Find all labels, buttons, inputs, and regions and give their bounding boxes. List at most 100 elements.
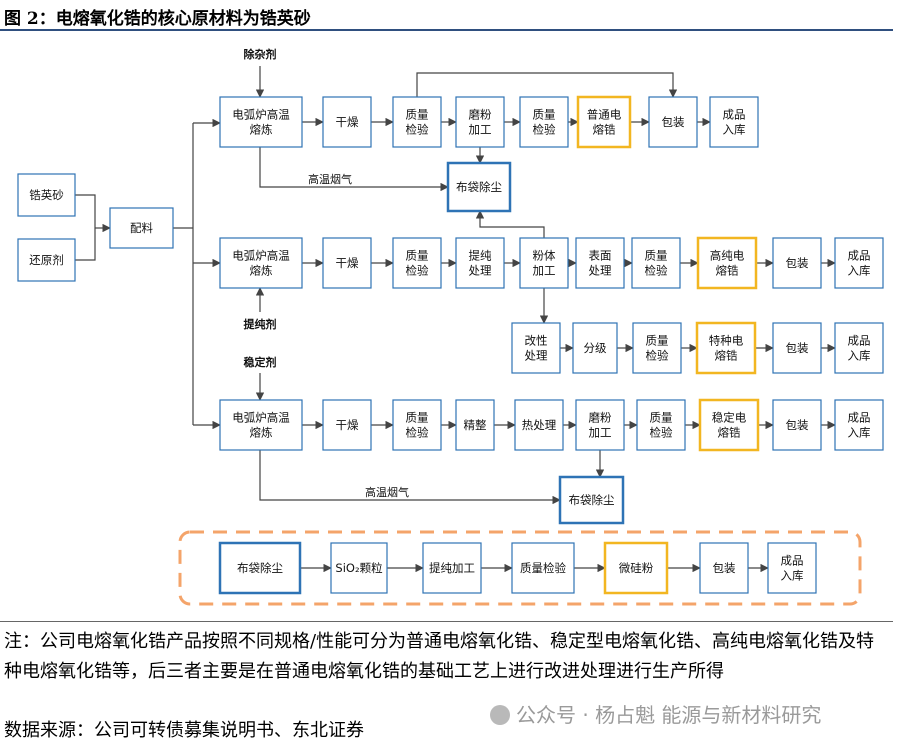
reducing-agent: 还原剂 [17, 238, 76, 282]
row2-step-2: 质量检验 [392, 237, 442, 289]
row4-step-4-label: 热处理 [522, 418, 557, 432]
row2-step-6-label: 质量 [645, 249, 668, 263]
row1-step-2-label: 质量 [406, 108, 429, 122]
row3-step-3-label: 特种电 [709, 334, 744, 348]
row5-step-2: 提纯加工 [422, 542, 482, 594]
row1-step-3-label: 磨粉 [469, 108, 492, 122]
row5-step-6-label: 成品 [781, 554, 804, 568]
row4-step-2-label: 质量 [406, 411, 429, 425]
data-source: 数据来源：公司可转债募集说明书、东北证券 [4, 720, 364, 741]
raw-zircon-sand: 锆英砂 [17, 173, 76, 217]
row2-step-7-label: 熔锆 [716, 264, 739, 278]
row1-step-2: 质量检验 [392, 96, 442, 148]
row2-step-4-label: 粉体 [533, 249, 556, 263]
row2-step-1-label: 干燥 [336, 256, 359, 270]
row1-step-6: 包装 [648, 96, 698, 148]
row2-step-6: 质量检验 [631, 237, 681, 289]
row2-step-3-label: 处理 [469, 264, 492, 278]
row4-step-6: 质量检验 [636, 399, 686, 451]
high-temp-gas-upper: 高温烟气 [308, 172, 352, 186]
row1-step-4-label: 质量 [533, 108, 556, 122]
row5-step-2-label: 提纯加工 [429, 561, 475, 575]
row3-step-5-label: 入库 [848, 349, 871, 363]
row1-step-5-label: 普通电 [587, 108, 622, 122]
row1-step-6-label: 包装 [662, 115, 685, 129]
row4-step-8-label: 包装 [786, 418, 809, 432]
row5-step-5-label: 包装 [713, 561, 736, 575]
row2-step-1: 干燥 [322, 237, 372, 289]
row3-step-2: 质量检验 [632, 322, 682, 374]
row4-step-1-label: 干燥 [336, 418, 359, 432]
figure-note: 注：公司电熔氧化锆产品按照不同规格/性能可分为普通电熔氧化锆、稳定型电熔氧化锆、… [4, 631, 875, 682]
row3-step-4-label: 包装 [786, 341, 809, 355]
row3-step-3-label: 熔锆 [715, 349, 738, 363]
row4-step-6-label: 检验 [650, 426, 673, 440]
batching-label: 配料 [130, 221, 153, 235]
row2-step-8: 包装 [772, 237, 822, 289]
row5-step-4: 微硅粉 [603, 541, 669, 595]
row1-step-7-label: 入库 [723, 123, 746, 137]
row5-step-3: 质量检验 [511, 542, 575, 594]
row4-step-6-label: 质量 [650, 411, 673, 425]
row3-step-4: 包装 [772, 322, 822, 374]
row3-step-1-label: 分级 [584, 341, 607, 355]
dust-collector-lower-label: 布袋除尘 [569, 493, 615, 507]
row1-step-1: 干燥 [322, 96, 372, 148]
additive-purify: 提纯剂 [244, 317, 277, 331]
row5-step-0: 布袋除尘 [218, 541, 302, 595]
row5-step-6-label: 入库 [781, 569, 804, 583]
figure-title: 图 2：电熔氧化锆的核心原材料为锆英砂 [4, 9, 311, 29]
row1-step-2-label: 检验 [406, 123, 429, 137]
row4-step-1: 干燥 [322, 399, 372, 451]
additive-remove-impurity: 除杂剂 [244, 47, 277, 61]
row3-step-2-label: 质量 [646, 334, 669, 348]
row2-step-9-label: 入库 [848, 264, 871, 278]
row2-step-8-label: 包装 [786, 256, 809, 270]
row2-step-7-label: 高纯电 [710, 249, 745, 263]
row1-step-0-label: 电弧炉高温 [232, 108, 290, 122]
row2-step-2-label: 质量 [406, 249, 429, 263]
row4-step-7-label: 稳定电 [712, 411, 747, 425]
dust-collector-upper-label: 布袋除尘 [456, 180, 502, 194]
raw-zircon-sand-label: 锆英砂 [29, 188, 64, 202]
row4-step-8: 包装 [772, 399, 822, 451]
wechat-icon [490, 705, 510, 725]
high-temp-gas-lower: 高温烟气 [365, 485, 409, 499]
row3-step-0-label: 处理 [525, 349, 548, 363]
row1-step-3-label: 加工 [469, 123, 492, 137]
row1-step-0-label: 熔炼 [250, 123, 273, 137]
row3-step-0-label: 改性 [525, 334, 548, 348]
row4-step-7-label: 熔锆 [718, 426, 741, 440]
row4-step-3: 精整 [455, 399, 495, 451]
row5-step-1: SiO₂颗粒 [330, 542, 388, 594]
row1-step-5-label: 熔锆 [593, 123, 616, 137]
row5-step-3-label: 质量检验 [520, 561, 566, 575]
row1-step-4-label: 检验 [533, 123, 556, 137]
row3-step-2-label: 检验 [646, 349, 669, 363]
process-flow-diagram: 锆英砂还原剂配料电弧炉高温熔炼干燥质量检验磨粉加工质量检验普通电熔锆包装成品入库… [17, 47, 884, 606]
row2-step-3-label: 提纯 [469, 249, 492, 263]
dust-collector-lower: 布袋除尘 [558, 475, 625, 525]
row2-step-2-label: 检验 [406, 264, 429, 278]
row2-step-5-label: 表面 [589, 249, 612, 263]
row5-step-1-label: SiO₂颗粒 [335, 561, 382, 575]
row4-step-4: 热处理 [514, 399, 564, 451]
row4-step-9-label: 成品 [848, 411, 871, 425]
row4-step-9-label: 入库 [848, 426, 871, 440]
row5-step-4-label: 微硅粉 [619, 561, 654, 575]
row2-step-0-label: 熔炼 [250, 264, 273, 278]
row4-step-5-label: 加工 [589, 426, 612, 440]
